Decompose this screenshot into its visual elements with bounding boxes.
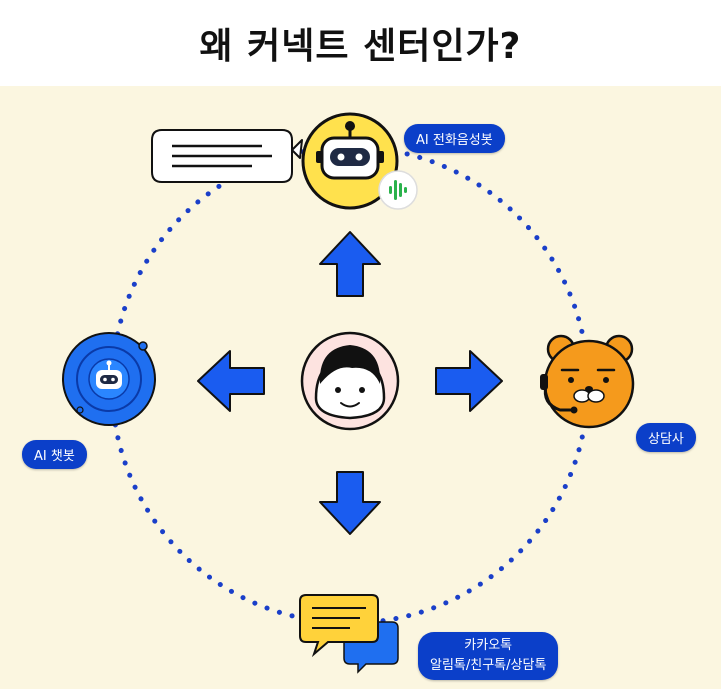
kakao-label: 카카오톡 알림톡/친구톡/상담톡 — [418, 632, 559, 680]
voicebot-robot-icon — [301, 112, 399, 210]
voicebot-label: AI 전화음성봇 — [404, 124, 505, 153]
agent-lion-icon — [540, 334, 635, 429]
kakao-chat-bubbles-icon — [299, 594, 399, 674]
kakao-label-line2: 알림톡/친구톡/상담톡 — [430, 658, 547, 673]
voice-wave-icon — [378, 170, 418, 210]
agent-label: 상담사 — [636, 423, 696, 452]
chatbot-robot-icon — [62, 332, 156, 426]
chatbot-label: AI 챗봇 — [22, 440, 87, 469]
arrow-right-icon — [435, 350, 503, 412]
arrow-down-icon — [319, 471, 381, 535]
header: 왜 커넥트 센터인가? — [0, 0, 721, 86]
speech-bubble-icon — [151, 129, 303, 183]
customer-person-icon — [300, 331, 400, 431]
page-title: 왜 커넥트 센터인가? — [199, 26, 522, 67]
kakao-label-line1: 카카오톡 — [464, 638, 513, 653]
arrow-left-icon — [197, 350, 265, 412]
arrow-up-icon — [319, 231, 381, 297]
